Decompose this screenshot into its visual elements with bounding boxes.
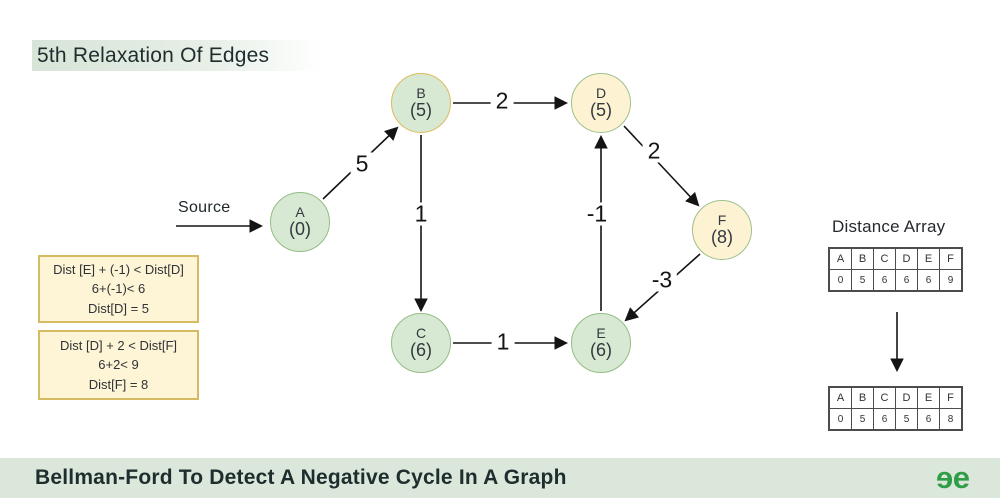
value-cell: 6 xyxy=(895,269,918,292)
header-cell: D xyxy=(895,386,918,409)
header-cell: A xyxy=(828,386,852,409)
node-F-label: F xyxy=(717,212,727,229)
calc-line: Dist [E] + (-1) < Dist[D] xyxy=(53,261,184,277)
node-B: B (5) xyxy=(391,73,451,133)
node-C-label: C xyxy=(415,325,427,342)
header-cell: D xyxy=(895,247,918,270)
edge-weight-B-C: 1 xyxy=(409,202,433,226)
edge-weight-C-E: 1 xyxy=(491,330,515,354)
calc-line: 6+(-1)< 6 xyxy=(91,281,146,297)
value-cell: 0 xyxy=(828,408,852,431)
table-value-row: 0 5 6 5 6 8 xyxy=(828,408,963,431)
header-cell: E xyxy=(917,247,940,270)
node-F-distance: (8) xyxy=(711,226,733,247)
value-cell: 6 xyxy=(873,269,896,292)
value-cell: 5 xyxy=(851,408,874,431)
node-E-label: E xyxy=(596,325,606,342)
distance-array-title: Distance Array xyxy=(832,217,946,236)
node-E-distance: (6) xyxy=(590,339,612,360)
node-D-label: D xyxy=(595,85,607,102)
header-cell: B xyxy=(851,386,874,409)
node-B-label: B xyxy=(416,85,426,102)
edge-D-F xyxy=(623,125,700,207)
footer-title: Bellman-Ford To Detect A Negative Cycle … xyxy=(35,466,567,489)
value-cell: 5 xyxy=(895,408,918,431)
edge-weight-E-D: -1 xyxy=(581,202,613,226)
distance-array-before: A B C D E F 0 5 6 6 6 9 xyxy=(828,247,963,292)
edge-weight-A-B: 5 xyxy=(350,152,374,176)
footer-banner: Bellman-Ford To Detect A Negative Cycle … xyxy=(0,458,1000,498)
header-cell: F xyxy=(939,247,963,270)
table-value-row: 0 5 6 6 6 9 xyxy=(828,269,963,292)
table-header-row: A B C D E F xyxy=(828,247,963,270)
node-A-distance: (0) xyxy=(289,218,311,239)
page-title-text: 5th Relaxation Of Edges xyxy=(37,43,270,67)
distance-array-after: A B C D E F 0 5 6 5 6 8 xyxy=(828,386,963,431)
edge-weight-B-D: 2 xyxy=(490,89,514,113)
relaxation-box-F: Dist [D] + 2 < Dist[F] 6+2< 9 Dist[F] = … xyxy=(38,330,199,400)
value-cell: 6 xyxy=(917,269,940,292)
value-cell: 9 xyxy=(939,269,963,292)
value-cell: 8 xyxy=(939,408,963,431)
value-cell: 0 xyxy=(828,269,852,292)
page-title: 5th Relaxation Of Edges xyxy=(32,40,324,71)
node-C: C (6) xyxy=(391,313,451,373)
edge-weight-D-F: 2 xyxy=(642,139,666,163)
calc-line: Dist[F] = 8 xyxy=(88,376,149,392)
header-cell: E xyxy=(917,386,940,409)
node-E: E (6) xyxy=(571,313,631,373)
node-D: D (5) xyxy=(571,73,631,133)
value-cell: 6 xyxy=(873,408,896,431)
node-A: A (0) xyxy=(270,192,330,252)
header-cell: C xyxy=(873,386,896,409)
node-D-distance: (5) xyxy=(590,99,612,120)
header-cell: A xyxy=(828,247,852,270)
calc-line: Dist[D] = 5 xyxy=(87,300,150,316)
value-cell: 5 xyxy=(851,269,874,292)
table-header-row: A B C D E F xyxy=(828,386,963,409)
calc-line: Dist [D] + 2 < Dist[F] xyxy=(59,337,178,353)
edge-weight-F-E: -3 xyxy=(646,268,678,292)
calc-line: 6+2< 9 xyxy=(98,357,139,373)
value-cell: 6 xyxy=(917,408,940,431)
relaxation-box-D: Dist [E] + (-1) < Dist[D] 6+(-1)< 6 Dist… xyxy=(38,255,199,323)
node-F: F (8) xyxy=(692,200,752,260)
header-cell: F xyxy=(939,386,963,409)
node-A-label: A xyxy=(295,204,305,221)
source-label: Source xyxy=(178,199,231,216)
header-cell: C xyxy=(873,247,896,270)
header-cell: B xyxy=(851,247,874,270)
node-B-distance: (5) xyxy=(410,99,432,120)
node-C-distance: (6) xyxy=(410,339,432,360)
